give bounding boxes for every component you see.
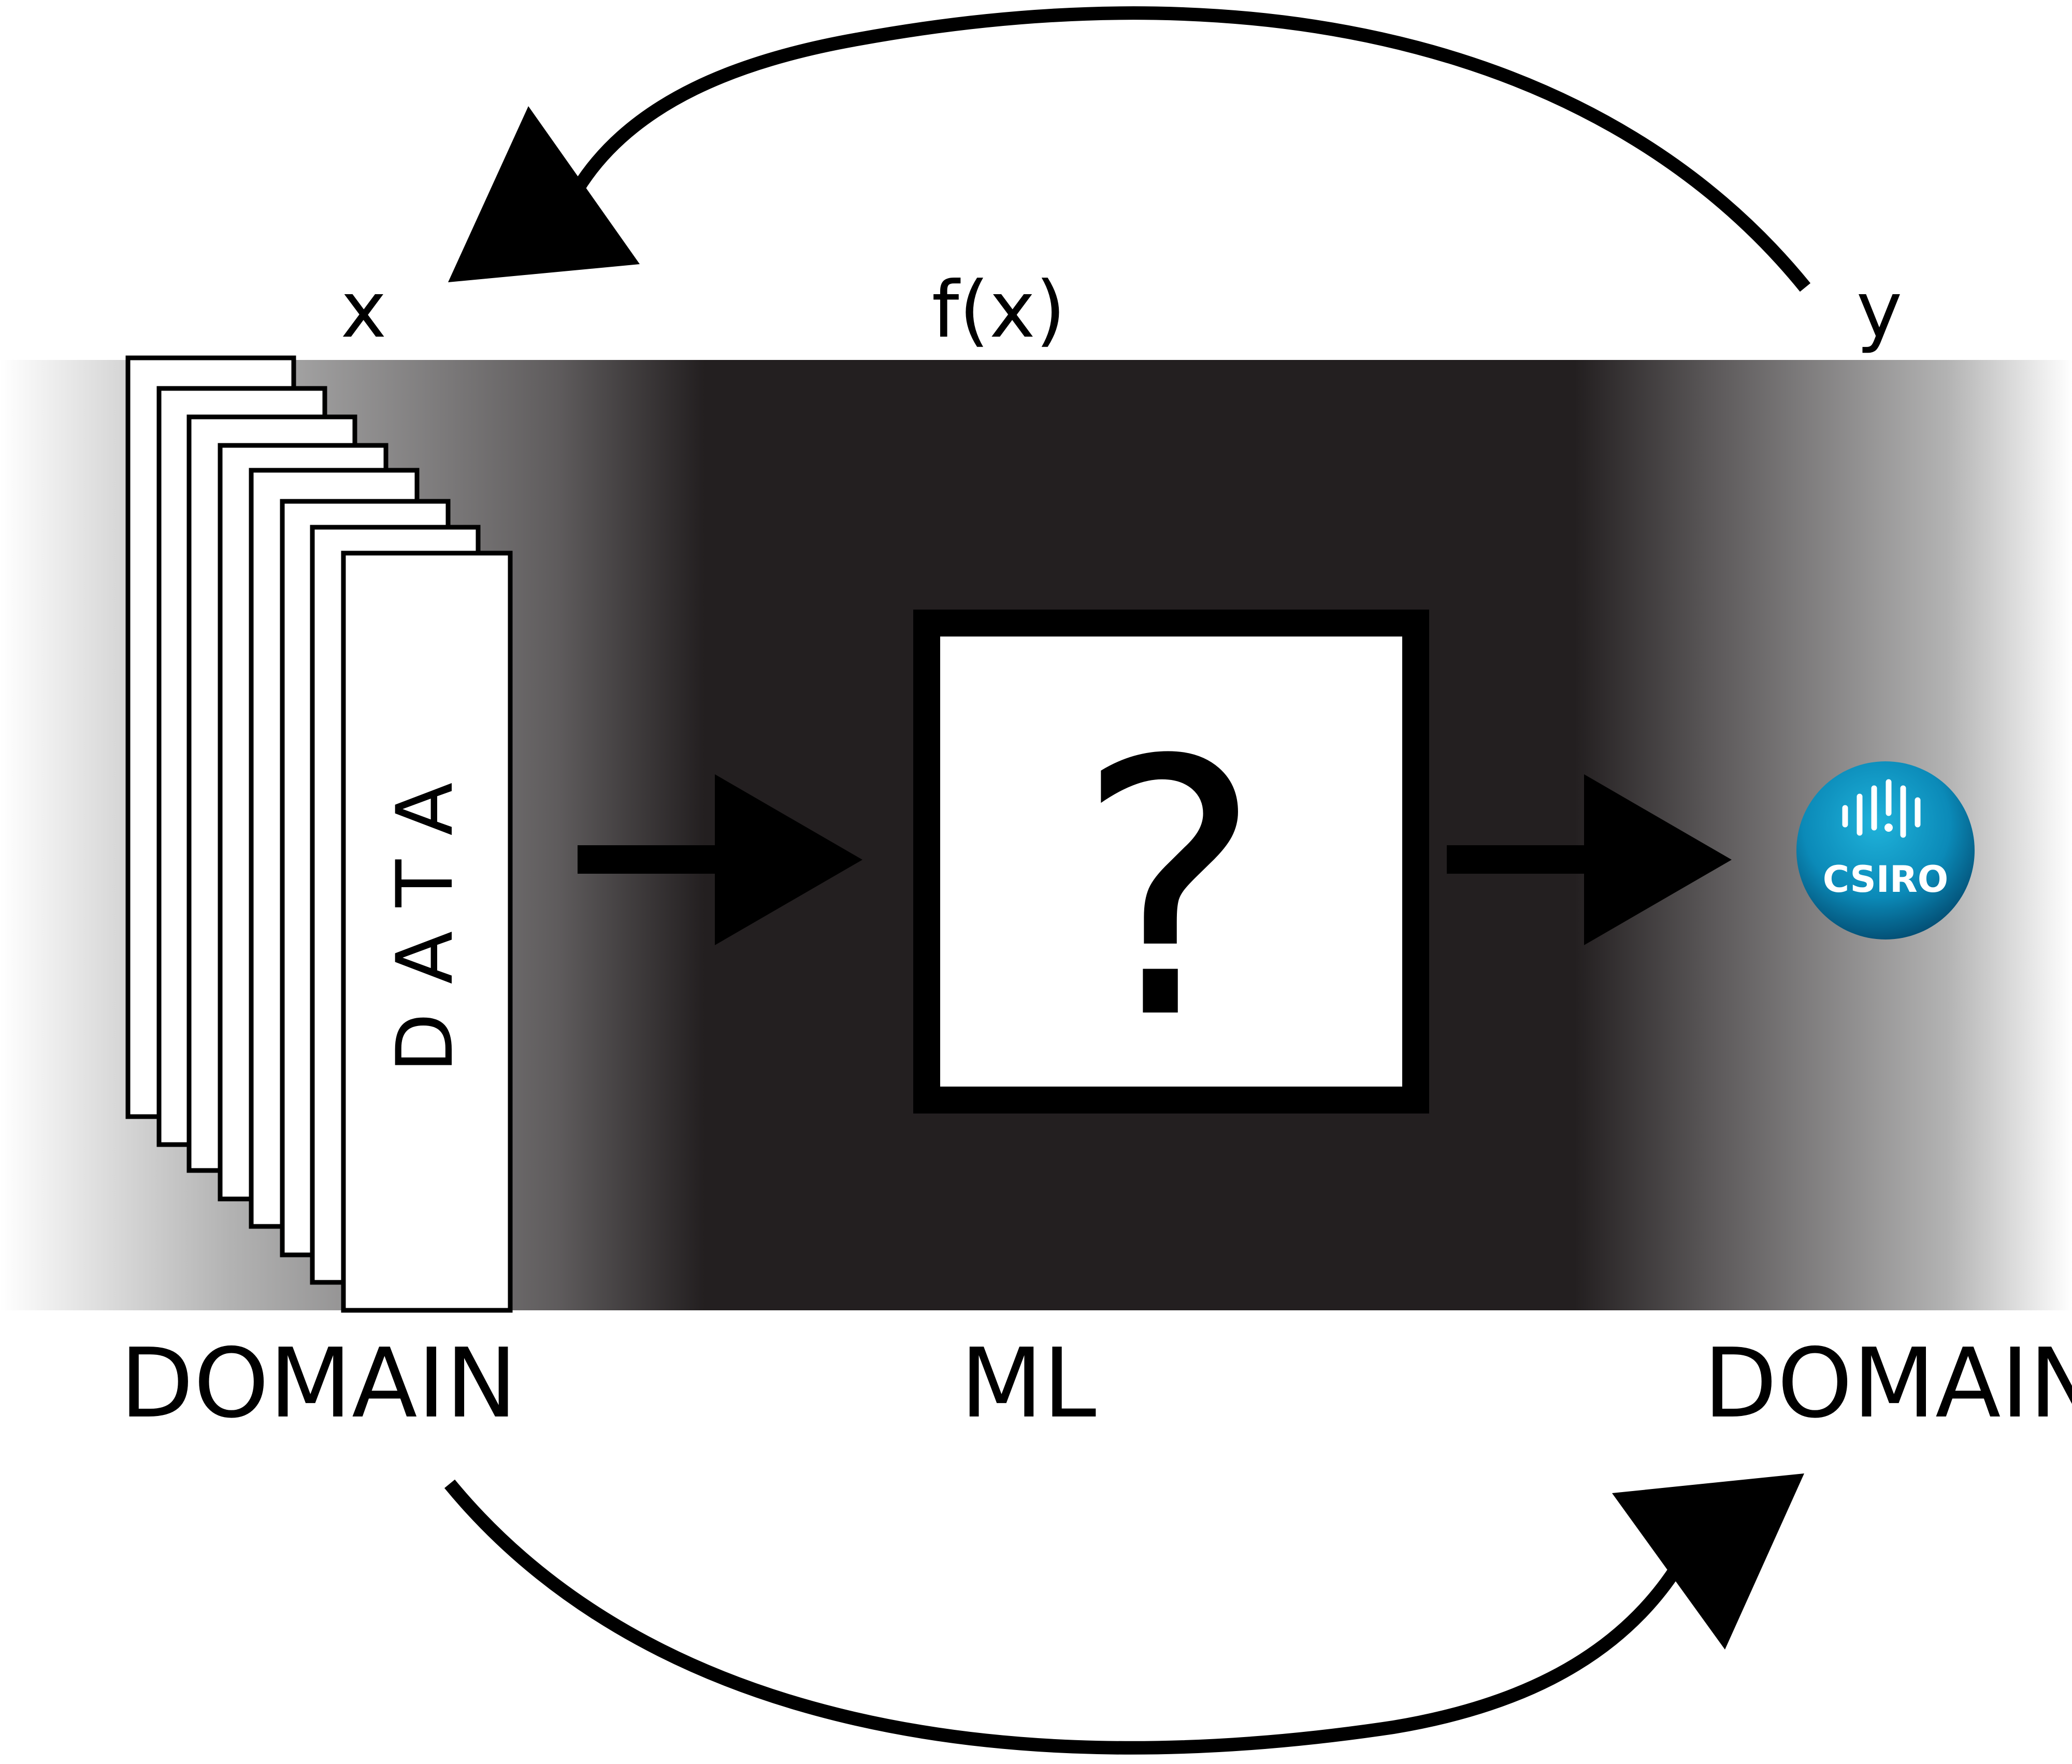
curved-arrow-left xyxy=(448,6,1811,292)
arrow-right-in xyxy=(578,774,862,945)
question-mark: ? xyxy=(1076,686,1263,1096)
fx-label: f(x) xyxy=(932,265,1066,355)
x-label: x xyxy=(341,265,387,355)
model-box xyxy=(913,610,1429,1114)
data-label: DATA xyxy=(380,753,470,1073)
arrow-right-out xyxy=(1447,774,1732,945)
csiro-logo: CSIRO xyxy=(1796,761,1975,939)
curved-arrow-right xyxy=(444,1473,1804,1755)
domain-right-label: DOMAIN xyxy=(1703,1327,2072,1439)
data-card-stack xyxy=(125,355,513,1313)
domain-left-label: DOMAIN xyxy=(120,1327,517,1439)
y-label: y xyxy=(1857,265,1903,355)
logo-text: CSIRO xyxy=(1823,858,1949,901)
ml-label: ML xyxy=(960,1327,1097,1439)
data-card-front xyxy=(341,551,513,1313)
